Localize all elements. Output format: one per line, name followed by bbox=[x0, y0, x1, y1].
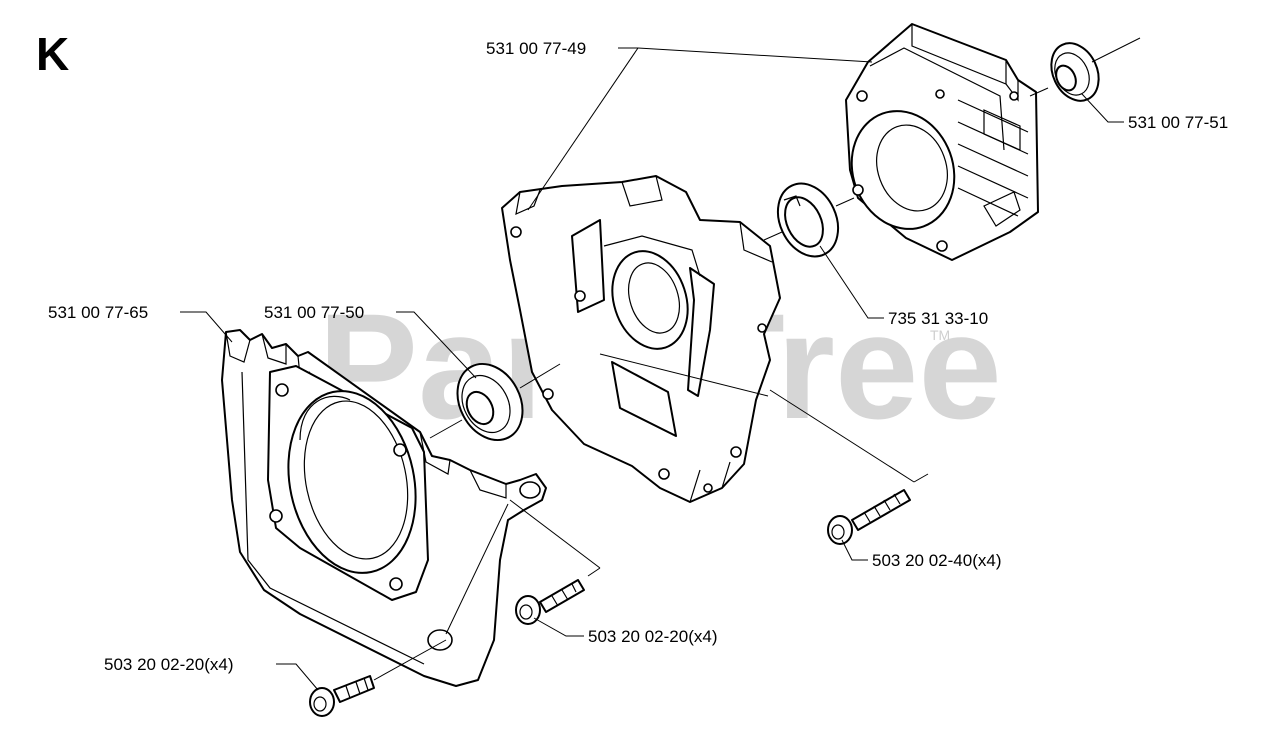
section-letter: K bbox=[36, 28, 69, 80]
callout-oil-seal-left: 531 00 77-50 bbox=[264, 303, 364, 322]
callout-housing-cover: 531 00 77-65 bbox=[48, 303, 148, 322]
watermark-trademark: TM bbox=[930, 327, 950, 343]
callout-screw-crankcase: 503 20 02-40(x4) bbox=[872, 551, 1001, 570]
callout-retaining-ring: 735 31 33-10 bbox=[888, 309, 988, 328]
retaining-ring-illustration bbox=[776, 182, 840, 258]
leader-lines bbox=[373, 37, 1141, 681]
callout-leaders bbox=[180, 47, 1124, 691]
callout-screw-housing-mid: 503 20 02-20(x4) bbox=[588, 627, 717, 646]
screw-housing-mid-illustration bbox=[515, 579, 585, 625]
callout-screw-housing-low: 503 20 02-20(x4) bbox=[104, 655, 233, 674]
oil-seal-left-illustration bbox=[456, 362, 524, 442]
crankcase-center-illustration bbox=[501, 175, 781, 503]
callout-oil-seal-right: 531 00 77-51 bbox=[1128, 113, 1228, 132]
housing-cover-illustration bbox=[221, 329, 547, 687]
crankcase-right-illustration bbox=[845, 23, 1039, 261]
screw-housing-low-illustration bbox=[309, 675, 375, 717]
callout-labels: 531 00 77-49 531 00 77-51 735 31 33-10 5… bbox=[48, 39, 1228, 674]
callout-crankcase-half-upper: 531 00 77-49 bbox=[486, 39, 586, 58]
oil-seal-right-illustration bbox=[1050, 42, 1100, 102]
screw-crankcase-illustration bbox=[827, 489, 911, 545]
